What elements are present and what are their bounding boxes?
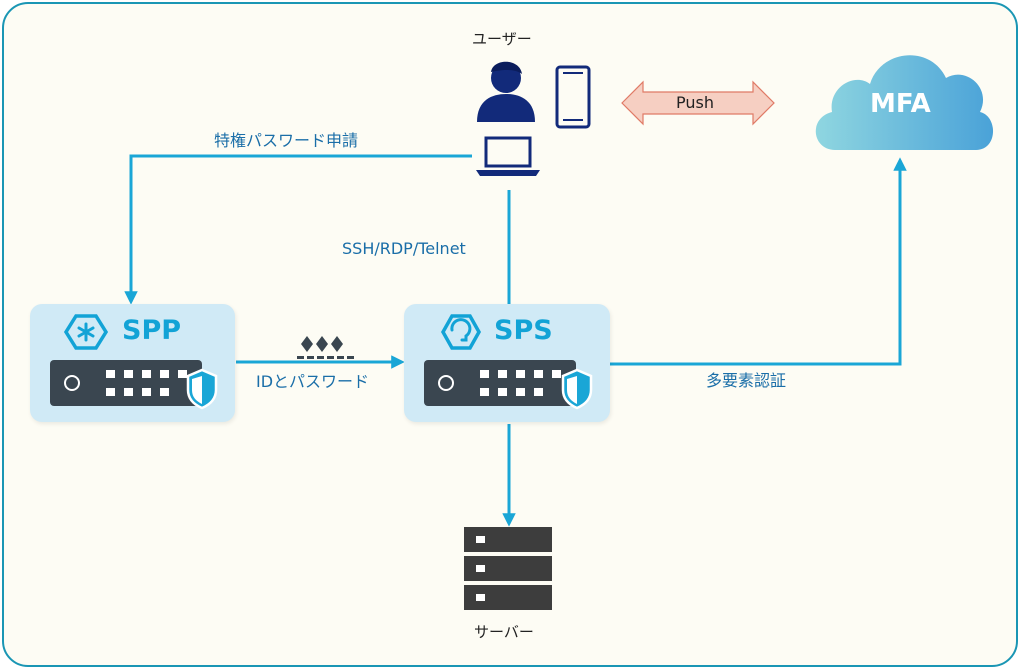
protocols-label: SSH/RDP/Telnet	[342, 239, 466, 258]
sps-title: SPS	[494, 315, 553, 346]
cloud-icon	[815, 55, 994, 150]
sps-box: SPS	[404, 304, 610, 422]
hexagon-key-icon	[440, 314, 482, 350]
mfa-auth-arrow	[610, 157, 907, 366]
privileged-request-label: 特権パスワード申請	[214, 131, 359, 150]
password-dots-icon	[301, 336, 343, 352]
spp-appliance	[50, 360, 202, 406]
sps-graphics	[424, 314, 593, 410]
spp-graphics	[50, 314, 218, 410]
smartphone-icon	[555, 65, 591, 129]
mfa-label: MFA	[870, 89, 931, 119]
user-label: ユーザー	[472, 30, 532, 48]
push-label: Push	[676, 93, 714, 112]
push-double-arrow	[621, 80, 775, 126]
password-dashes	[297, 356, 354, 359]
user-icon	[477, 61, 535, 122]
spp-box: SPP	[30, 304, 235, 422]
id-password-label: IDとパスワード	[256, 372, 370, 391]
shield-icon	[561, 368, 593, 410]
server-label: サーバー	[474, 623, 534, 641]
server-icon	[464, 527, 552, 610]
shield-icon	[186, 368, 218, 410]
sps-appliance	[424, 360, 576, 406]
hexagon-asterisk-icon	[63, 314, 109, 350]
privileged-request-arrow	[124, 154, 472, 305]
spp-title: SPP	[122, 315, 182, 346]
laptop-icon	[476, 136, 540, 176]
mfa-auth-label: 多要素認証	[706, 371, 787, 390]
